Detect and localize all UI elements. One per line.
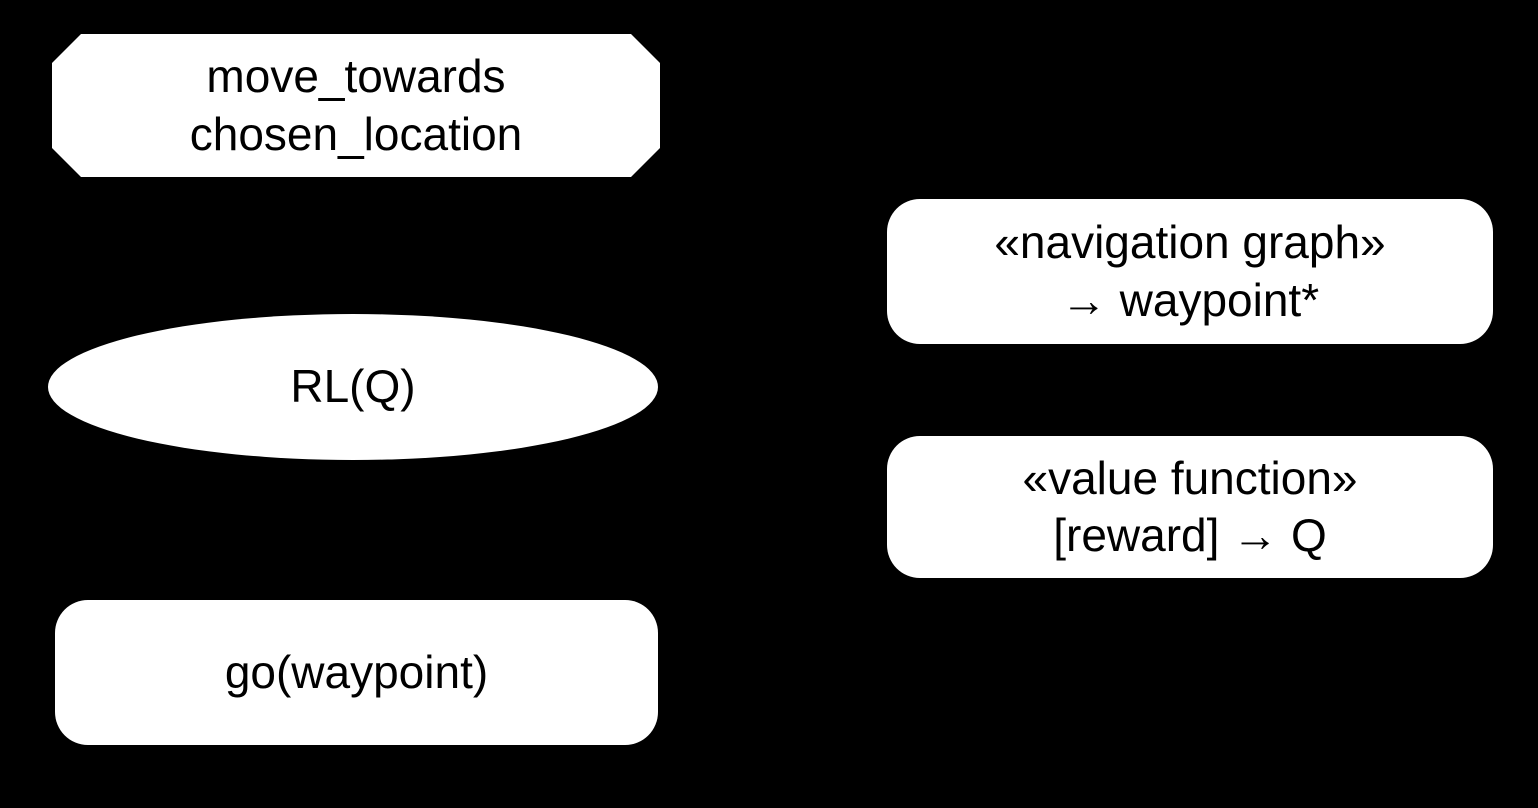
node-rl-q: RL(Q)	[48, 314, 658, 460]
node-label-line: «navigation graph»	[994, 216, 1386, 268]
node-go-waypoint: go(waypoint)	[55, 600, 658, 745]
node-label-line: go(waypoint)	[224, 645, 489, 698]
node-label-line: «value function»	[1022, 451, 1358, 504]
node-label-line: → waypoint*	[1060, 273, 1320, 326]
node-value-function: «value function» [reward] → Q	[887, 436, 1493, 578]
node-label-line: move_towards	[206, 50, 506, 102]
node-label-line: RL(Q)	[290, 360, 416, 413]
node-navigation-graph: «navigation graph» → waypoint*	[887, 199, 1493, 344]
node-label-line: [reward] → Q	[1053, 509, 1327, 561]
node-move-towards-chosen-location: move_towards chosen_location	[52, 34, 660, 177]
node-label-line: chosen_location	[189, 107, 523, 160]
